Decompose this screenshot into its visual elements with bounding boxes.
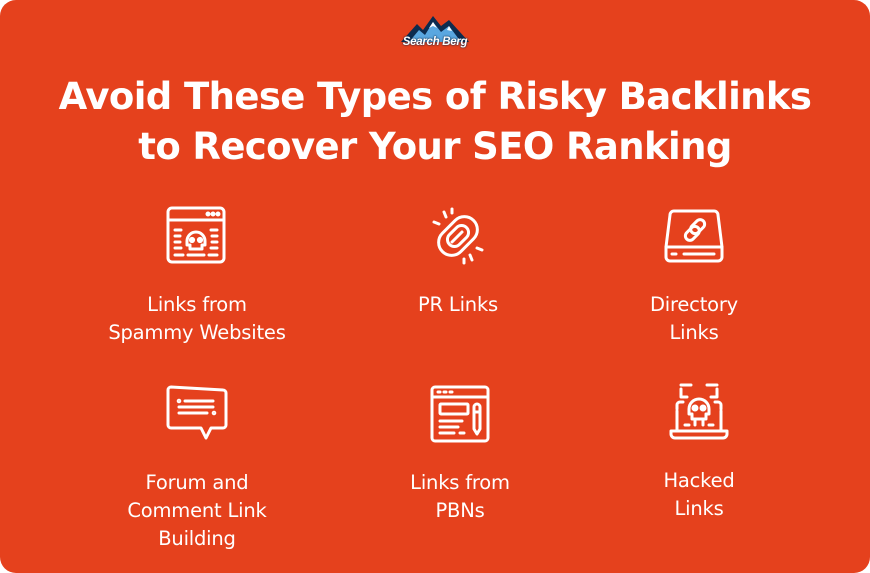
hacked-laptop-skull-icon bbox=[669, 383, 729, 440]
item-label: Forum and Comment Link Building bbox=[127, 471, 267, 550]
blog-editor-pencil-icon bbox=[430, 385, 490, 443]
risk-item-pr-links: PR Links bbox=[328, 205, 588, 319]
risk-item-forum-comment: Forum and Comment Link Building bbox=[67, 383, 327, 553]
item-label: Links from PBNs bbox=[410, 471, 510, 522]
risk-item-spammy-websites: Links from Spammy Websites bbox=[67, 205, 327, 347]
item-label: PR Links bbox=[418, 293, 498, 316]
risk-item-pbns: Links from PBNs bbox=[330, 383, 590, 525]
comment-bubble-icon bbox=[166, 385, 228, 440]
item-label: Directory Links bbox=[649, 293, 739, 344]
mountain-logo-icon bbox=[401, 16, 469, 42]
title-line-2: to Recover Your SEO Ranking bbox=[138, 125, 732, 168]
search-berg-logo: Search Berg bbox=[395, 14, 475, 54]
risk-item-hacked-links: Hacked Links bbox=[569, 381, 829, 523]
item-label: Hacked Links bbox=[663, 469, 735, 520]
title-line-1: Avoid These Types of Risky Backlinks bbox=[58, 75, 812, 118]
page-title: Avoid These Types of Risky Backlinks to … bbox=[0, 72, 870, 172]
item-label: Links from Spammy Websites bbox=[108, 293, 286, 344]
risk-item-directory-links: Directory Links bbox=[564, 205, 824, 347]
logo-text: Search Berg bbox=[402, 36, 468, 48]
spam-website-skull-icon bbox=[166, 206, 226, 264]
directory-drive-link-icon bbox=[664, 209, 724, 263]
broken-chain-link-icon bbox=[432, 207, 484, 265]
